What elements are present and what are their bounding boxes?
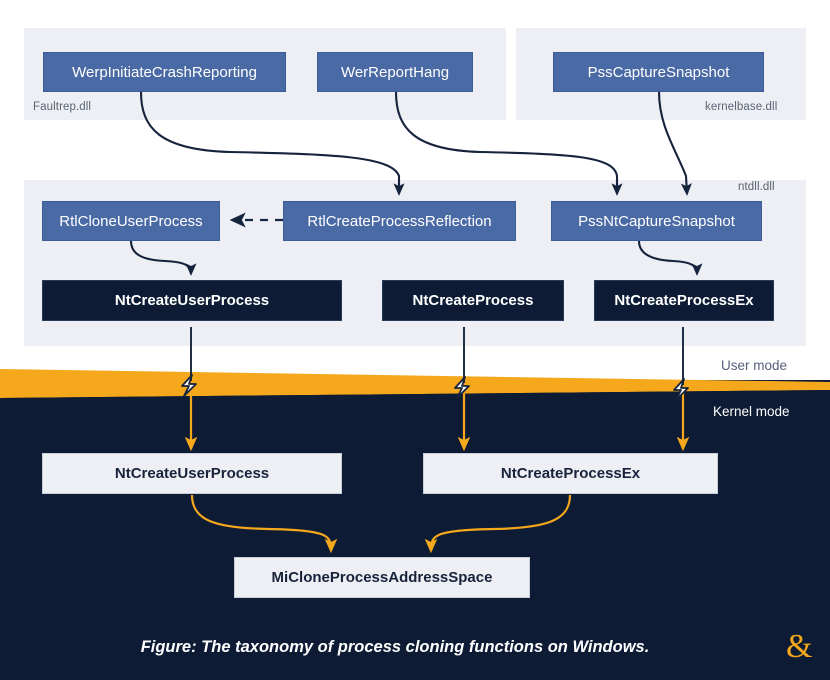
node-werp-initiate-crash-reporting[interactable]: WerpInitiateCrashReporting xyxy=(43,52,286,92)
node-rtl-clone-user-process[interactable]: RtlCloneUserProcess xyxy=(42,201,220,241)
user-kernel-boundary xyxy=(0,369,830,405)
group-label-kernelbase: kernelbase.dll xyxy=(705,101,778,113)
figure-caption: Figure: The taxonomy of process cloning … xyxy=(140,638,650,656)
node-wer-report-hang[interactable]: WerReportHang xyxy=(317,52,473,92)
node-nt-create-process-ex-usermode[interactable]: NtCreateProcessEx xyxy=(594,280,774,321)
group-label-ntdll: ntdll.dll xyxy=(738,181,775,193)
node-nt-create-process-usermode[interactable]: NtCreateProcess xyxy=(382,280,564,321)
kernel-mode-region xyxy=(0,380,830,680)
node-pss-nt-capture-snapshot[interactable]: PssNtCaptureSnapshot xyxy=(551,201,762,241)
node-nt-create-user-process-usermode[interactable]: NtCreateUserProcess xyxy=(42,280,342,321)
node-nt-create-user-process-kernelmode[interactable]: NtCreateUserProcess xyxy=(42,453,342,494)
label-kernel-mode: Kernel mode xyxy=(713,404,790,419)
node-pss-capture-snapshot[interactable]: PssCaptureSnapshot xyxy=(553,52,764,92)
node-nt-create-process-ex-kernelmode[interactable]: NtCreateProcessEx xyxy=(423,453,718,494)
group-label-faultrep: Faultrep.dll xyxy=(33,101,92,113)
ampersand-logo-icon: & xyxy=(786,628,813,665)
node-rtl-create-process-reflection[interactable]: RtlCreateProcessReflection xyxy=(283,201,516,241)
node-mi-clone-process-address-space[interactable]: MiCloneProcessAddressSpace xyxy=(234,557,530,598)
label-user-mode: User mode xyxy=(721,358,788,373)
